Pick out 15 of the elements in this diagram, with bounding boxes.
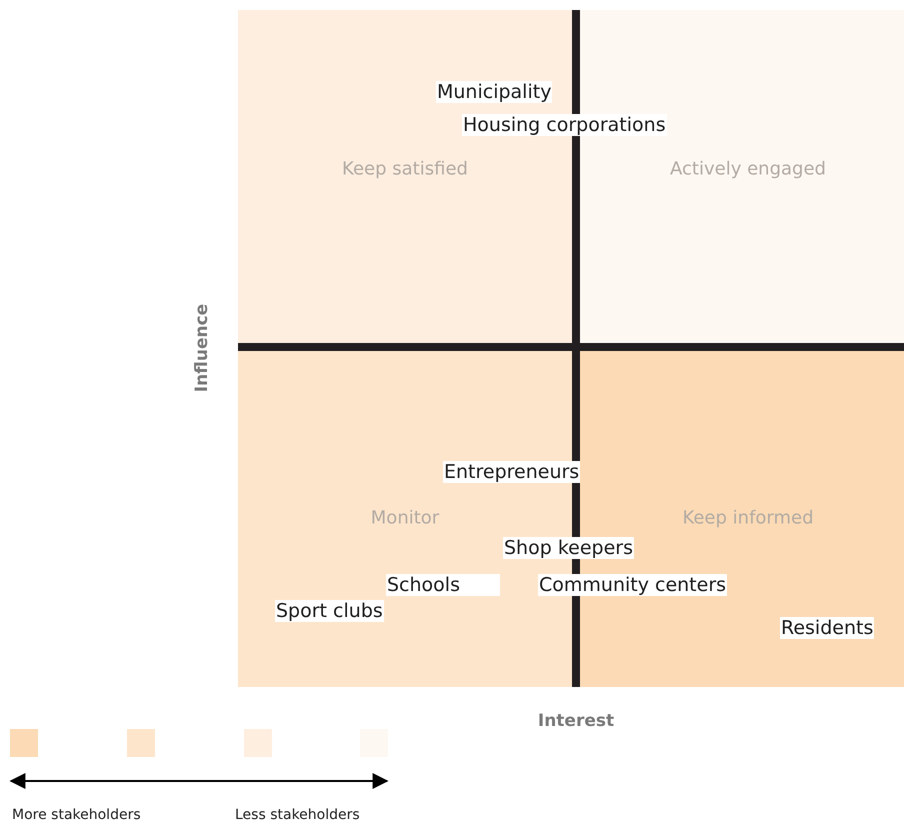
stakeholder-label: Shop keepers (503, 537, 634, 559)
stakeholder-label: Housing corporations (462, 114, 667, 136)
stakeholder-label: Residents (780, 617, 874, 639)
quadrant-label: Monitor (370, 508, 440, 528)
stakeholder-label: Municipality (436, 81, 552, 103)
scale-label: More stakeholders (12, 807, 141, 823)
stakeholder-label: Community centers (538, 574, 728, 596)
quadrant-label: Keep informed (682, 508, 814, 528)
quadrant-label: Keep satisfied (342, 158, 468, 180)
stakeholder-label: Schools (386, 574, 500, 596)
scale-label: Less stakeholders (235, 807, 360, 823)
quadrant-label: Actively engaged (670, 158, 826, 180)
axis-label: Interest (538, 711, 614, 731)
stakeholder-label: Sport clubs (275, 600, 384, 622)
axis-label: Influence (192, 304, 212, 392)
